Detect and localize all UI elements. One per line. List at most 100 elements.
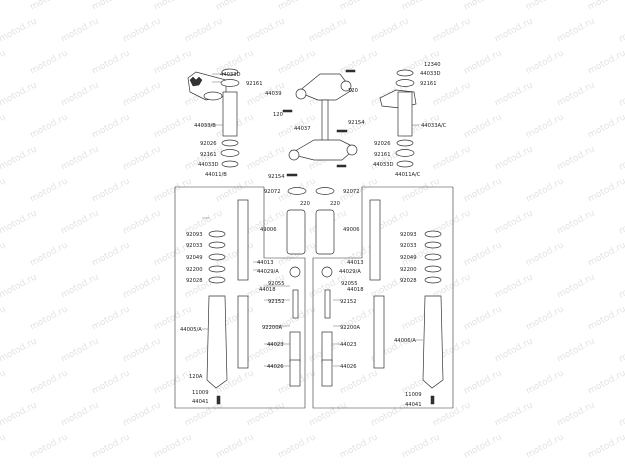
label-49006-a: 49006 [260, 227, 277, 233]
ring-92026-left [221, 139, 239, 147]
ring-44033d-top-right [396, 69, 414, 77]
watermark-text: motod.ru [617, 400, 625, 428]
label-92161-tr: 92161 [420, 81, 437, 87]
watermark-text: motod.ru [431, 400, 472, 428]
watermark-text: motod.ru [0, 48, 8, 76]
right-assembly-frame [312, 186, 454, 409]
watermark-text: motod.ru [90, 112, 131, 140]
left-damper-rod [237, 295, 249, 369]
watermark-text: motod.ru [586, 112, 625, 140]
label-92026-l: 92026 [200, 141, 217, 147]
label-44033ac: 44033A/C [421, 123, 447, 129]
left-tube-upper [222, 91, 238, 137]
ring-92072-left [287, 187, 307, 195]
label-44026-a: 44026 [267, 364, 284, 370]
right-tube-upper [397, 91, 413, 137]
watermark-text: motod.ru [59, 400, 100, 428]
left-outer-tube [206, 295, 228, 389]
label-220-b: 220 [330, 201, 340, 207]
watermark-text: motod.ru [431, 80, 472, 108]
ring-92026-right [396, 139, 414, 147]
watermark-text: motod.ru [555, 400, 596, 428]
label-92049-r: 92049 [400, 255, 417, 261]
watermark-text: motod.ru [121, 80, 162, 108]
label-44029a-a: 44029/A [257, 269, 279, 275]
label-92200-r: 92200 [400, 267, 417, 273]
watermark-text: motod.ru [617, 144, 625, 172]
label-120-a: 120 [348, 88, 358, 94]
lower-clamp-bore-right [346, 144, 358, 156]
watermark-text: motod.ru [493, 336, 534, 364]
watermark-text: motod.ru [28, 112, 69, 140]
watermark-text: motod.ru [555, 336, 596, 364]
label-92093-r: 92093 [400, 232, 417, 238]
watermark-text: motod.ru [276, 48, 317, 76]
watermark-text: motod.ru [0, 112, 8, 140]
label-44033d-tr: 44033D [420, 71, 441, 77]
watermark-text: motod.ru [524, 368, 565, 396]
watermark-text: motod.ru [555, 144, 596, 172]
watermark-text: motod.ru [0, 432, 8, 460]
watermark-text: motod.ru [400, 0, 441, 13]
ring-92072-right [315, 187, 335, 195]
label-92152-a: 92152 [268, 299, 285, 305]
watermark-text: motod.ru [524, 176, 565, 204]
label-92200-l: 92200 [186, 267, 203, 273]
watermark-text: motod.ru [400, 432, 441, 460]
watermark-text: motod.ru [617, 272, 625, 300]
watermark-text: motod.ru [555, 16, 596, 44]
watermark-text: motod.ru [462, 432, 503, 460]
seal-92093-right [424, 230, 442, 238]
watermark-text: motod.ru [617, 80, 625, 108]
watermark-text: motod.ru [524, 304, 565, 332]
right-handlebar-group [379, 69, 417, 168]
label-44033d-r: 44033D [373, 162, 394, 168]
watermark-text: motod.ru [152, 48, 193, 76]
watermark-text: motod.ru [245, 336, 286, 364]
watermark-text: motod.ru [462, 304, 503, 332]
upper-clamp-bore-left [295, 88, 307, 100]
watermark-text: motod.ru [0, 240, 8, 268]
watermark-text: motod.ru [493, 272, 534, 300]
upper-clamp-bore-right [340, 80, 352, 92]
watermark-text: motod.ru [28, 0, 69, 13]
label-44023-a: 44023 [267, 342, 284, 348]
label-44033d-l: 44033D [198, 162, 219, 168]
label-92049-l: 92049 [186, 255, 203, 261]
label-44005a: 44005/A [180, 327, 202, 333]
ring-92161-left [220, 149, 240, 157]
label-92055-b: 92055 [341, 281, 358, 287]
label-92154-a: 92154 [348, 120, 365, 126]
watermark-text: motod.ru [338, 48, 379, 76]
label-92028-r: 92028 [400, 278, 417, 284]
watermark-text: motod.ru [307, 16, 348, 44]
seal-92049-left [208, 253, 226, 261]
label-220-a: 220 [300, 201, 310, 207]
label-92161-r: 92161 [374, 152, 391, 158]
clamp-bolt-d [286, 173, 298, 177]
watermark-text: motod.ru [214, 0, 255, 13]
cap-44029-left [289, 266, 301, 278]
watermark-text: motod.ru [59, 16, 100, 44]
watermark-text: motod.ru [369, 144, 410, 172]
label-92026-r: 92026 [374, 141, 391, 147]
watermark-text: motod.ru [462, 48, 503, 76]
label-92028-l: 92028 [186, 278, 203, 284]
label-120-b: 120 [273, 112, 283, 118]
watermark-text: motod.ru [28, 368, 69, 396]
label-44011b: 44011/B [205, 172, 227, 178]
spring-44023-left [289, 331, 301, 363]
label-44018-b: 44018 [347, 287, 364, 293]
label-92055-a: 92055 [268, 281, 285, 287]
watermark-text: motod.ru [0, 304, 8, 332]
watermark-text: motod.ru [121, 208, 162, 236]
rod-92152-left [292, 289, 299, 319]
drain-bolt-44041-right [430, 395, 435, 405]
watermark-text: motod.ru [555, 208, 596, 236]
watermark-text: motod.ru [338, 432, 379, 460]
ring-44033d-left [221, 160, 239, 168]
watermark-text: motod.ru [0, 16, 39, 44]
watermark-text: motod.ru [152, 368, 193, 396]
watermark-text: motod.ru [0, 80, 39, 108]
